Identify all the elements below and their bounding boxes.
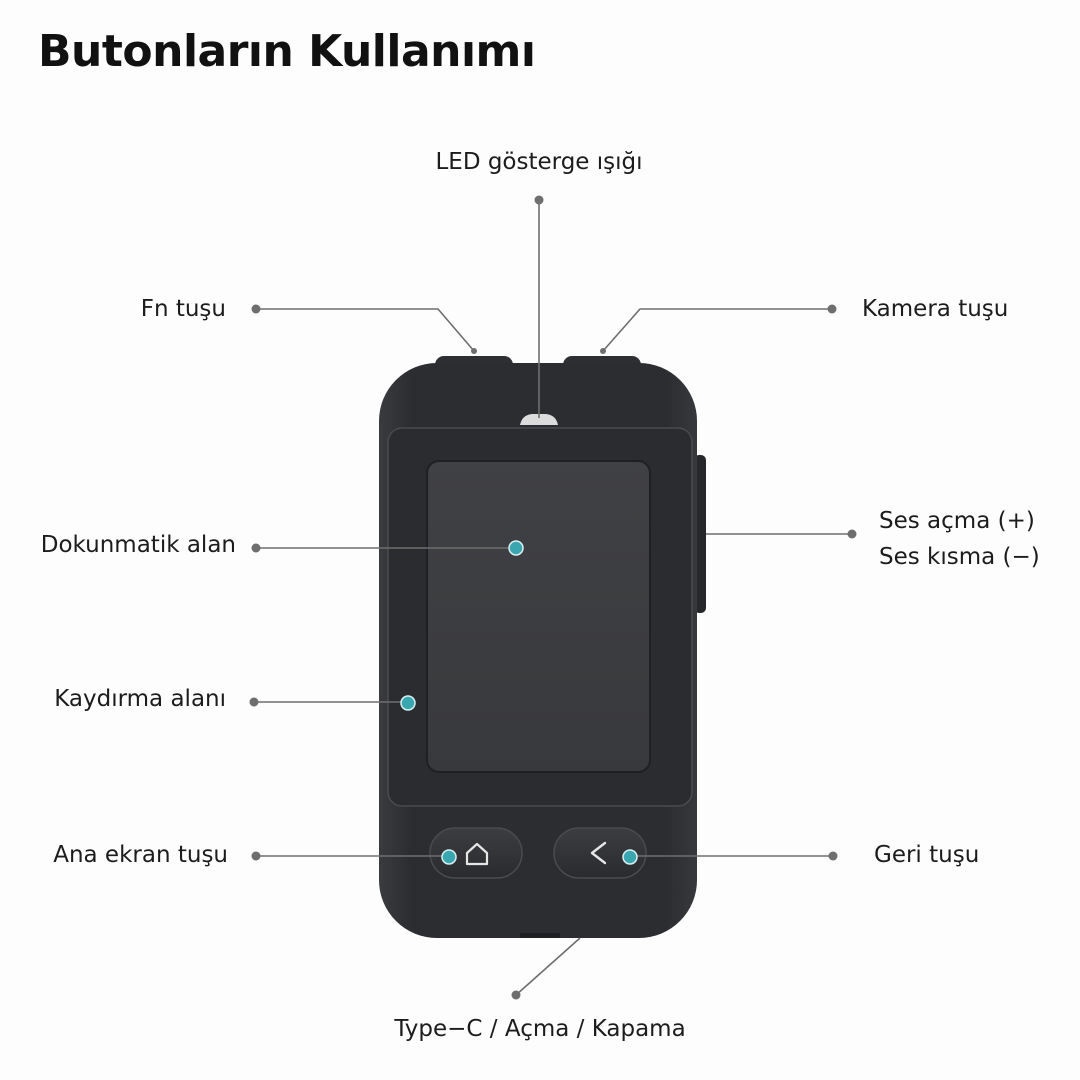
dot-typec <box>511 990 521 1000</box>
label-fn: Fn tuşu <box>140 296 226 322</box>
dot-scroll <box>249 697 259 707</box>
led-indicator <box>520 414 558 425</box>
home-button[interactable] <box>429 827 523 879</box>
dot-volume <box>847 529 857 539</box>
label-volume-up: Ses açma (+) <box>879 508 1035 534</box>
page-title: Butonların Kullanımı <box>38 26 536 77</box>
accent-dot-touch <box>508 540 524 556</box>
dot-touch <box>251 543 261 553</box>
leader-dots <box>249 195 857 1000</box>
dot-led <box>534 195 544 205</box>
back-button[interactable] <box>553 827 647 879</box>
dot-fn-end <box>471 348 477 354</box>
leader-lines <box>254 200 852 996</box>
dot-back <box>828 851 838 861</box>
accent-dot-back <box>622 849 638 865</box>
label-back: Geri tuşu <box>874 842 980 868</box>
accent-dots <box>400 540 638 865</box>
type-c-port[interactable] <box>520 933 560 938</box>
dot-camera-end <box>600 348 606 354</box>
accent-dot-scroll <box>400 695 416 711</box>
label-camera: Kamera tuşu <box>862 296 1009 322</box>
dot-home <box>251 851 261 861</box>
label-scroll: Kaydırma alanı <box>54 686 226 712</box>
accent-dot-home <box>441 849 457 865</box>
label-volume-down: Ses kısma (−) <box>879 544 1040 570</box>
label-led: LED gösterge ışığı <box>435 149 643 175</box>
touch-area[interactable] <box>426 460 651 773</box>
home-icon <box>465 842 489 866</box>
label-touch: Dokunmatik alan <box>40 532 236 558</box>
dot-fn <box>251 304 261 314</box>
chevron-left-icon <box>590 841 607 865</box>
label-home: Ana ekran tuşu <box>53 842 228 868</box>
label-typec: Type−C / Açma / Kapama <box>394 1016 686 1042</box>
dot-camera <box>827 304 837 314</box>
